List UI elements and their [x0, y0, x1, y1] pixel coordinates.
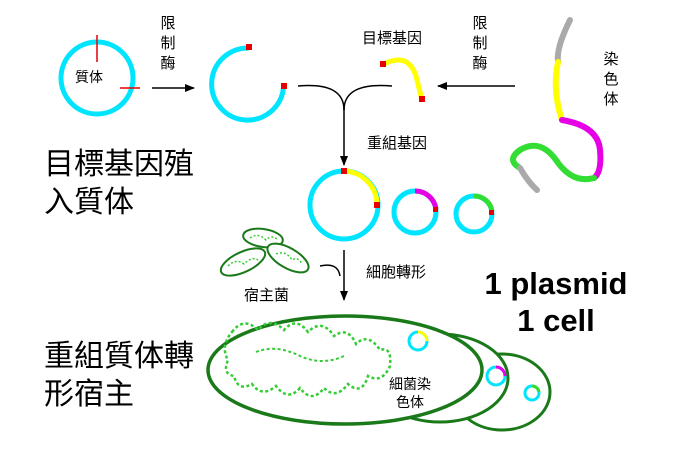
- host-bacteria-label: 宿主菌: [244, 286, 290, 304]
- target-gene-fragment: [380, 57, 425, 102]
- recombinant-plasmid-green: [453, 193, 495, 235]
- chromosome-label: 染色体: [603, 50, 619, 108]
- enzyme-label-right: 限制酶: [472, 14, 488, 72]
- ratio-line-2: 1 cell: [517, 303, 595, 339]
- step2-heading: 重組質体轉形宿主: [44, 339, 194, 412]
- transformed-cell-front: [206, 314, 484, 426]
- target-gene-label: 目標基因: [362, 29, 423, 47]
- ratio-text: 1 plasmid 1 cell: [441, 265, 671, 339]
- step1-heading: 目標基因殖入質体: [44, 147, 194, 220]
- bacterial-chromosome-label: 細菌染色体: [389, 377, 431, 411]
- host-bacteria-icon: [219, 227, 310, 277]
- transformation-label: 細胞轉形: [366, 263, 427, 281]
- ratio-line-1: 1 plasmid: [484, 266, 628, 301]
- join-curve-right: [343, 84, 393, 111]
- enzyme-label-left: 限制酶: [160, 14, 176, 72]
- recombinant-gene-label: 重組基因: [367, 134, 428, 152]
- plasmid-circle: [58, 35, 140, 117]
- recombinant-plasmid-yellow: [307, 168, 381, 242]
- transform-curve: [319, 264, 341, 277]
- cut-plasmid: [209, 44, 287, 123]
- join-curve-left: [297, 84, 345, 111]
- plasmid-label: 質体: [75, 70, 103, 86]
- recombinant-plasmid-magenta: [391, 188, 439, 236]
- chromosome: [510, 17, 604, 193]
